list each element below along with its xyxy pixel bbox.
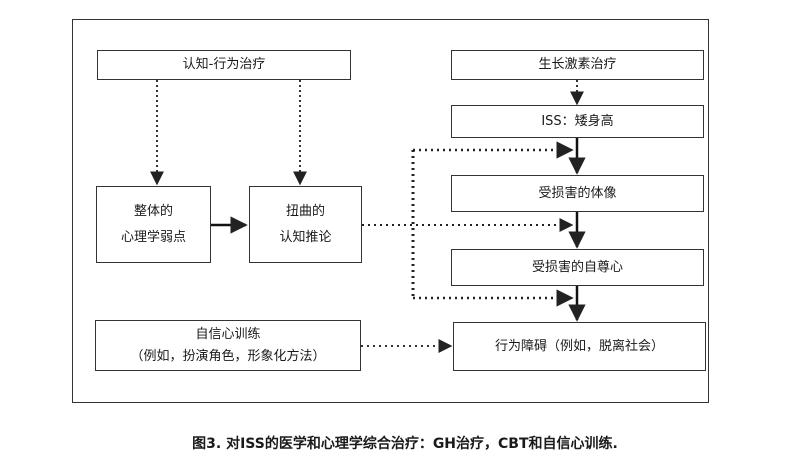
box-confidence-line2: （例如，扮演角色，形象化方法） [130,348,326,364]
box-gh-therapy: 生长激素治疗 [451,50,704,80]
box-distorted-line2: 认知推论 [279,229,332,245]
box-body-image: 受损害的体像 [451,175,704,212]
figure-caption: 图3. 对ISS的医学和心理学综合治疗：GH治疗，CBT和自信心训练. [192,436,618,452]
box-behavior-disorder: 行为障碍（例如，脱离社会） [453,322,706,371]
box-weakness-line1: 整体的 [133,203,173,219]
box-behavior-label: 行为障碍（例如，脱离社会） [494,338,664,354]
box-body-image-label: 受损害的体像 [538,185,617,201]
box-cbt-label: 认知-行为治疗 [182,57,266,72]
box-psych-weakness: 整体的 心理学弱点 [96,186,211,263]
box-confidence-line1: 自信心训练 [195,326,261,342]
box-self-esteem-label: 受损害的自尊心 [531,259,623,275]
box-distorted-line1: 扭曲的 [285,203,325,219]
box-confidence-training: 自信心训练 （例如，扮演角色，形象化方法） [95,320,361,371]
box-self-esteem: 受损害的自尊心 [451,249,704,286]
box-distorted-cognition: 扭曲的 认知推论 [249,186,362,263]
diagram-frame [72,19,709,403]
box-iss: ISS：矮身高 [451,105,704,138]
box-gh-label: 生长激素治疗 [538,57,617,72]
box-cbt: 认知-行为治疗 [97,50,351,80]
box-weakness-line2: 心理学弱点 [120,229,186,245]
box-iss-label: ISS：矮身高 [541,113,614,129]
